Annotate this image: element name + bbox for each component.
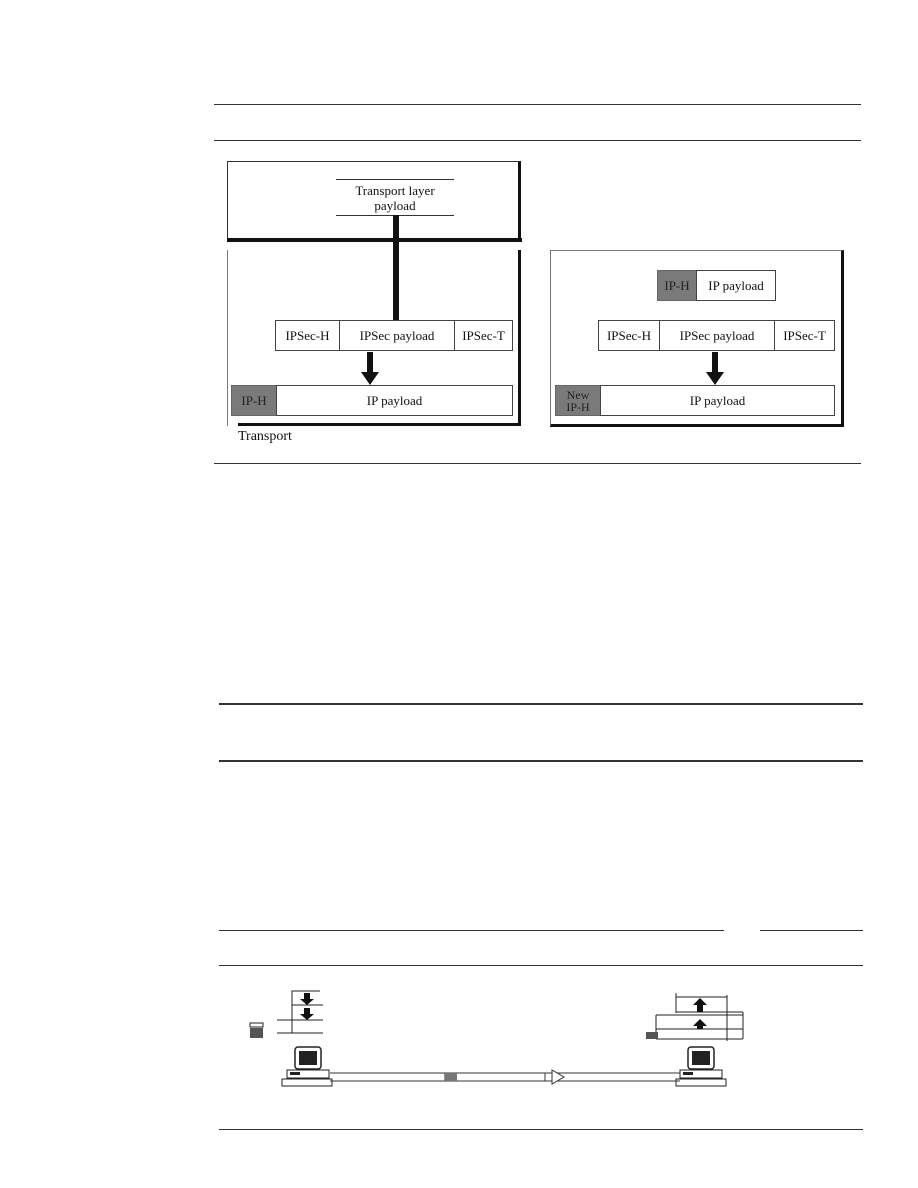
transport-lower-frame-bottom (238, 423, 521, 426)
new-ip-header-cell: New IP-H (555, 385, 601, 416)
inner-ip-payload-cell: IP payload (696, 270, 776, 301)
tunnel-ipsec-trailer-cell: IPSec-T (774, 320, 835, 351)
figure-host-to-host (249, 990, 744, 1087)
ip-header-cell: IP-H (231, 385, 277, 416)
rule-mid-2 (219, 760, 863, 762)
tunnel-down-arrow (706, 352, 724, 385)
transport-down-arrow (361, 352, 379, 385)
transport-lower-frame (227, 250, 521, 426)
outer-ip-payload-cell: IP payload (600, 385, 835, 416)
transport-connector (393, 215, 399, 320)
ipsec-payload-cell: IPSec payload (339, 320, 455, 351)
tunnel-frame (550, 250, 844, 427)
receiver-stack (646, 993, 744, 1041)
rule-low-1a (219, 930, 724, 931)
inner-ip-header-cell: IP-H (657, 270, 697, 301)
sender-computer-icon (281, 1046, 333, 1087)
transport-caption: Transport (238, 429, 292, 444)
transport-payload-rule-top (336, 179, 454, 180)
rule-mid-1 (219, 703, 863, 705)
rule-top-2 (214, 140, 861, 141)
rule-low-2 (219, 965, 863, 966)
ipsec-trailer-cell: IPSec-T (454, 320, 513, 351)
sender-stack (249, 990, 323, 1038)
rule-figure1-bottom (214, 463, 861, 464)
transport-layer-payload-label: Transport layer payload (355, 183, 435, 213)
receiver-computer-icon (675, 1046, 727, 1087)
transport-layer-box (227, 161, 521, 240)
tunnel-ipsec-header-cell: IPSec-H (598, 320, 660, 351)
rule-bottom (219, 1129, 863, 1130)
ipsec-header-cell: IPSec-H (275, 320, 340, 351)
packet-in-transit (444, 1069, 565, 1085)
rule-low-1b (760, 930, 863, 931)
tunnel-ipsec-payload-cell: IPSec payload (659, 320, 775, 351)
rule-top-1 (214, 104, 861, 105)
transport-layer-bottom-bar (227, 238, 522, 242)
ip-payload-cell: IP payload (276, 385, 513, 416)
